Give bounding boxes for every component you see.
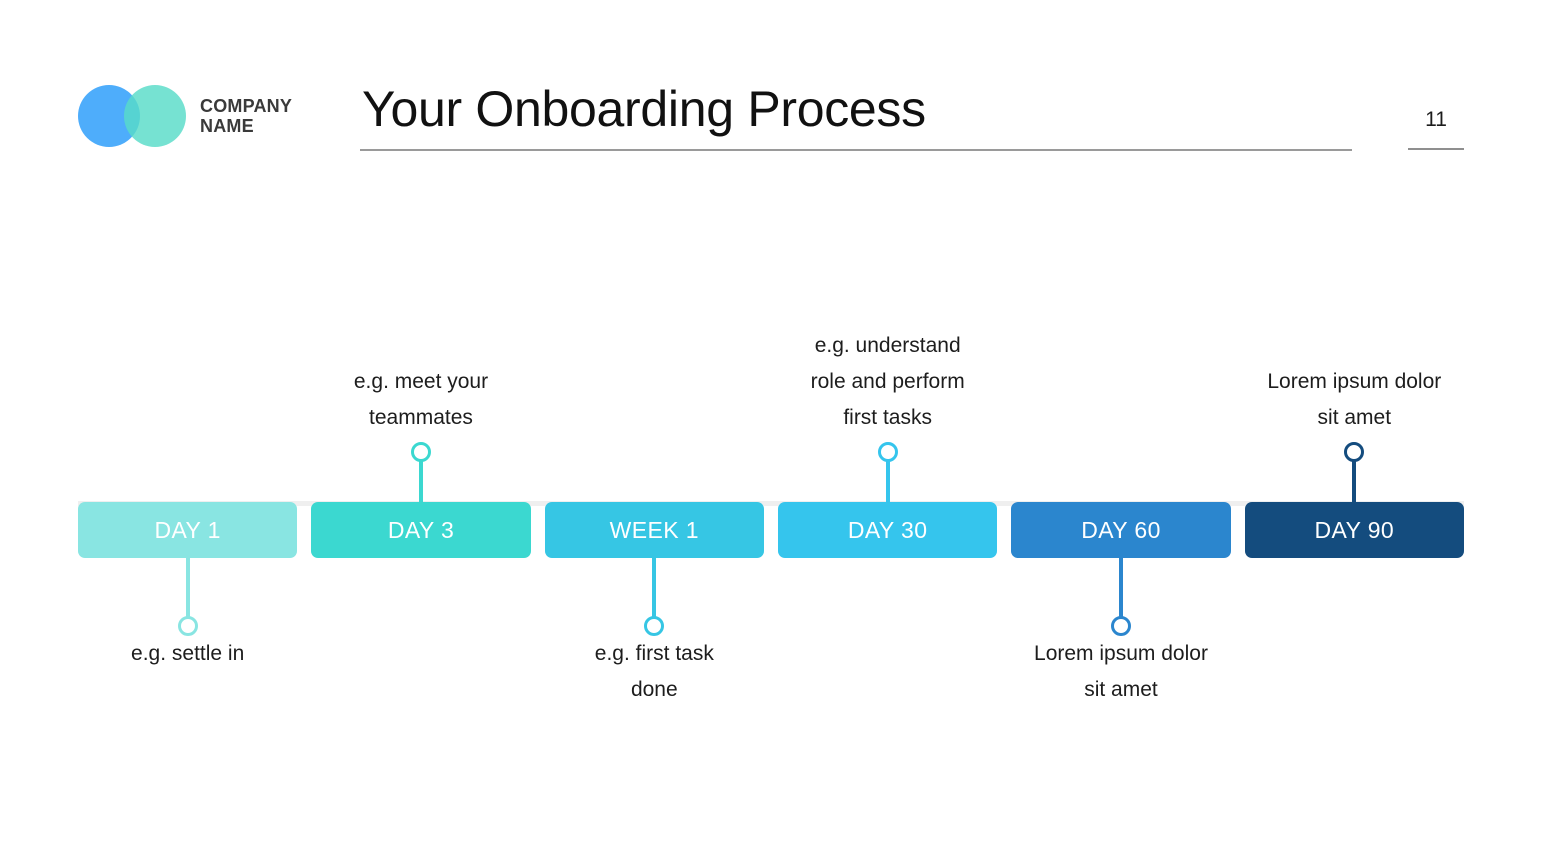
stage-marker-icon [177, 558, 198, 636]
logo-circle-teal-icon [124, 85, 186, 147]
title-block: Your Onboarding Process [360, 82, 1352, 151]
stage-caption-slot: e.g. settle in [48, 636, 327, 736]
company-name-label: COMPANY NAME [200, 95, 293, 136]
stage-caption: e.g. first task done [594, 642, 714, 702]
page-number-underline-divider [1408, 148, 1464, 150]
stage-caption: Lorem ipsum dolor sit amet [1034, 642, 1208, 702]
stage-caption-slot: e.g. first task done [515, 636, 794, 736]
timeline-stage[interactable]: DAY 90 Lorem ipsum dolor sit amet [1244, 286, 1464, 726]
stage-caption-slot: e.g. meet your teammates [281, 286, 560, 436]
stage-bar[interactable]: WEEK 1 [544, 502, 764, 558]
stage-marker-dot-icon [1344, 442, 1365, 462]
page-number: 11 [1425, 108, 1447, 131]
stage-marker-stem-icon [885, 460, 890, 522]
title-underline-divider [360, 149, 1352, 151]
stage-marker-icon [410, 442, 431, 522]
page-number-block: 11 [1408, 108, 1464, 150]
stage-bar[interactable]: DAY 1 [78, 502, 298, 558]
stage-caption: Lorem ipsum dolor sit amet [1267, 369, 1442, 429]
stage-caption: e.g. meet your teammates [353, 369, 489, 429]
timeline-stage[interactable]: DAY 1 e.g. settle in [78, 286, 298, 726]
stage-caption-slot: Lorem ipsum dolor sit amet [981, 636, 1260, 736]
stage-marker-icon [877, 442, 898, 522]
stage-bar[interactable]: DAY 90 [1244, 502, 1464, 558]
stage-marker-stem-icon [652, 558, 657, 618]
stage-caption: e.g. settle in [131, 642, 245, 665]
stage-marker-dot-icon [177, 616, 198, 636]
stage-marker-stem-icon [1352, 460, 1357, 522]
stage-marker-dot-icon [877, 442, 898, 462]
stage-caption: e.g. understand role and perform first t… [810, 333, 965, 429]
stage-bar[interactable]: DAY 60 [1011, 502, 1231, 558]
stage-marker-stem-icon [185, 558, 190, 618]
stage-caption-slot: e.g. understand role and perform first t… [748, 286, 1027, 436]
timeline-stage[interactable]: WEEK 1 e.g. first task done [544, 286, 764, 726]
stage-marker-stem-icon [1118, 558, 1123, 618]
stage-marker-dot-icon [644, 616, 665, 636]
slide-header: COMPANY NAME Your Onboarding Process 11 [0, 0, 1542, 180]
brand-logo-block: COMPANY NAME [78, 85, 292, 147]
stage-marker-dot-icon [410, 442, 431, 462]
stage-marker-stem-icon [418, 460, 423, 522]
stage-marker-icon [1110, 558, 1131, 636]
stage-caption-slot: Lorem ipsum dolor sit amet [1215, 286, 1494, 436]
company-logo-icon [78, 85, 186, 147]
timeline-stage[interactable]: DAY 60 Lorem ipsum dolor sit amet [1011, 286, 1231, 726]
page-title: Your Onboarding Process [362, 81, 926, 137]
stage-marker-icon [1344, 442, 1365, 522]
stage-marker-icon [644, 558, 665, 636]
stage-marker-dot-icon [1110, 616, 1131, 636]
timeline-connector-line [78, 501, 1464, 506]
